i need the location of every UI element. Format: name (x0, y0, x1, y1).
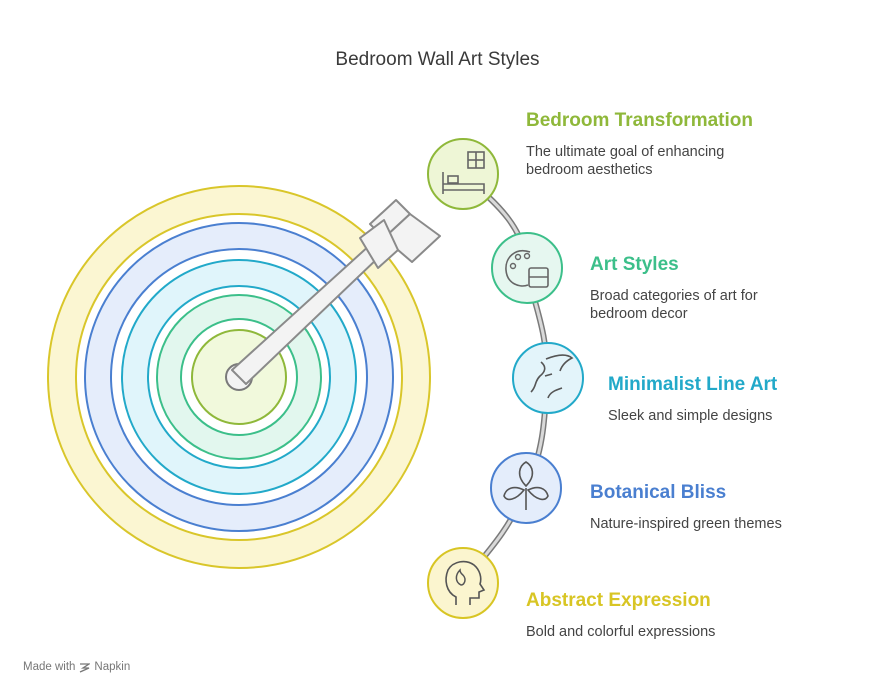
head-flame-icon (427, 547, 499, 619)
item-art-styles: Art Styles Broad categories of art for b… (590, 253, 820, 323)
brand-label: Napkin (94, 661, 131, 673)
bed-window-icon (427, 138, 499, 210)
item-heading: Botanical Bliss (590, 482, 727, 503)
page-title: Bedroom Wall Art Styles (335, 49, 540, 70)
item-minimalist-line-art: Minimalist Line Art Sleek and simple des… (608, 373, 858, 425)
item-heading: Abstract Expression (526, 590, 711, 611)
arrow (231, 199, 441, 385)
line-face-icon (512, 342, 584, 414)
item-heading: Bedroom Transformation (526, 110, 753, 131)
item-description: The ultimate goal of enhancing bedroom a… (526, 144, 725, 178)
item-botanical-bliss: Botanical Bliss Nature-inspired green th… (590, 481, 840, 533)
item-description: Nature-inspired green themes (590, 516, 782, 532)
item-description: Sleek and simple designs (608, 408, 773, 424)
napkin-logo-icon (80, 662, 91, 673)
palette-icon (491, 232, 563, 304)
leaves-icon (490, 452, 562, 524)
item-heading: Art Styles (590, 254, 679, 275)
footer-credit: Made with Napkin (23, 661, 130, 673)
item-bedroom-transformation: Bedroom Transformation The ultimate goal… (526, 109, 756, 179)
item-heading: Minimalist Line Art (608, 374, 778, 395)
item-description: Bold and colorful expressions (526, 624, 716, 640)
item-abstract-expression: Abstract Expression Bold and colorful ex… (526, 589, 776, 641)
item-description: Broad categories of art for bedroom deco… (590, 288, 758, 322)
made-with-label: Made with (23, 661, 76, 673)
